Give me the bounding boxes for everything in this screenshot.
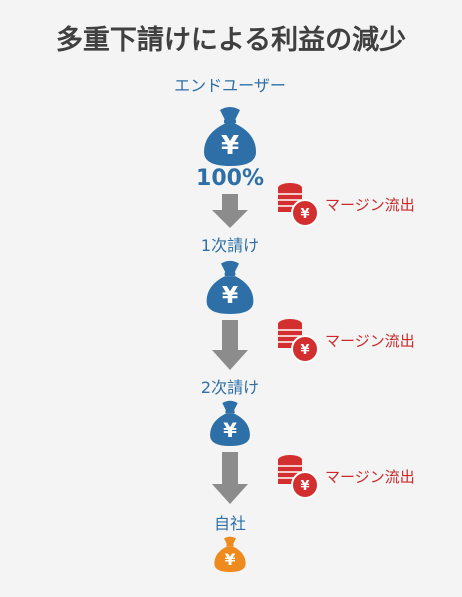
stage-percent-end-user: 100% xyxy=(196,166,264,191)
money-bag-icon: ¥ xyxy=(214,536,246,572)
yen-symbol: ¥ xyxy=(300,207,309,222)
stage-label-secondary-contractor: 2次請け xyxy=(200,378,260,397)
yen-symbol: ¥ xyxy=(300,479,309,494)
money-bag-icon: ¥ xyxy=(206,260,254,314)
down-arrow-icon xyxy=(212,320,248,370)
down-arrow-icon xyxy=(212,194,248,228)
coin-stack-icon: ¥ xyxy=(278,183,319,227)
stage-label-end-user: エンドユーザー xyxy=(174,76,286,95)
yen-symbol: ¥ xyxy=(222,281,238,309)
money-bag-icon: ¥ xyxy=(210,400,250,446)
yen-symbol: ¥ xyxy=(300,343,309,358)
down-arrow-icon xyxy=(212,452,248,504)
margin-outflow-label-3: マージン流出 xyxy=(325,468,415,486)
yen-symbol: ¥ xyxy=(223,419,237,442)
yen-symbol: ¥ xyxy=(221,131,239,161)
stage-label-primary-contractor: 1次請け xyxy=(200,236,260,255)
coin-stack-icon: ¥ xyxy=(278,319,319,363)
stage-label-own-company: 自社 xyxy=(213,514,246,533)
money-bag-icon: ¥ xyxy=(204,107,256,166)
margin-outflow-label-2: マージン流出 xyxy=(325,332,415,350)
margin-outflow-label-1: マージン流出 xyxy=(325,196,415,214)
yen-symbol: ¥ xyxy=(225,551,236,569)
page-title: 多重下請けによる利益の減少 xyxy=(55,25,407,56)
coin-stack-icon: ¥ xyxy=(278,455,319,499)
